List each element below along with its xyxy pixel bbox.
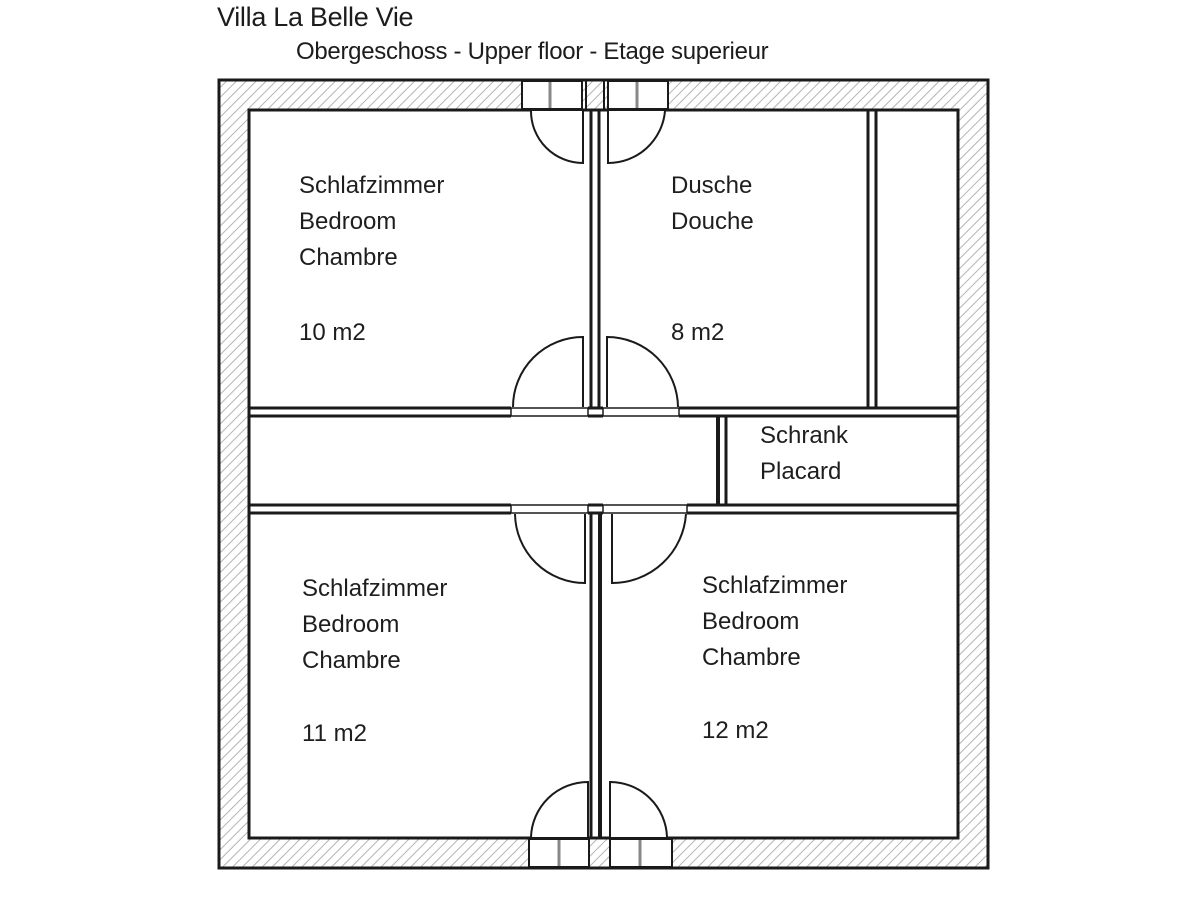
plan-title: Villa La Belle Vie [217,2,414,32]
room-name-de: Schlafzimmer [302,575,448,602]
room-name-fr: Chambre [302,647,401,674]
room-name-en: Bedroom [299,208,397,235]
room-name-fr: Chambre [702,644,801,671]
room-name-fr: Douche [671,208,754,235]
room-label-bedroom-bottom-right: Schlafzimmer Bedroom Chambre [702,568,847,676]
window-top [521,80,669,110]
room-name-fr: Chambre [299,244,398,271]
exterior-wall [217,78,990,870]
room-label-bedroom-top-left: Schlafzimmer Bedroom Chambre [299,168,444,276]
room-name-de: Schlafzimmer [299,172,445,199]
room-area-bedroom-bottom-right: 12 m2 [702,717,769,744]
room-label-closet: Schrank Placard [760,418,848,490]
room-name-de: Schrank [760,422,849,449]
room-name-de: Dusche [671,172,753,199]
room-label-shower: Dusche Douche [671,168,754,240]
plan-subtitle: Obergeschoss - Upper floor - Etage super… [296,38,769,65]
window-bottom [528,838,673,868]
room-name-en: Bedroom [702,608,800,635]
room-area-shower: 8 m2 [671,319,725,346]
room-area-bedroom-top-left: 10 m2 [299,319,366,346]
room-label-bedroom-bottom-left: Schlafzimmer Bedroom Chambre [302,571,447,679]
door-openings [510,405,688,516]
room-name-en: Bedroom [302,611,400,638]
room-area-bedroom-bottom-left: 11 m2 [302,720,367,747]
room-name-de: Schlafzimmer [702,572,848,599]
room-name-fr: Placard [760,458,842,485]
door-swings [512,110,687,838]
